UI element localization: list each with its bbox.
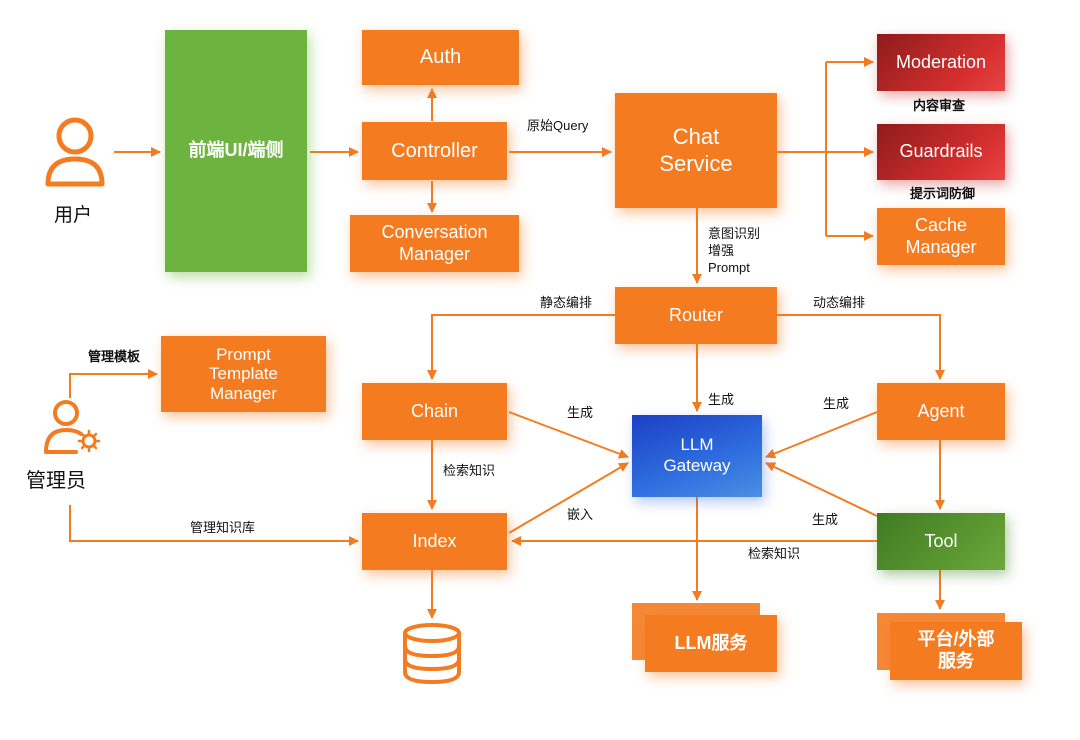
arrow-tool-to-gateway: [765, 462, 878, 517]
arrow-router-to-agent: [777, 314, 945, 380]
prompt-template-manager-node: Prompt Template Manager: [161, 336, 326, 412]
edge-label-intent: 意图识别 增强 Prompt: [708, 226, 761, 275]
edge-label-static-orchestration: 静态编排: [540, 295, 593, 310]
arrow-chain-to-gateway: [508, 411, 629, 459]
user-label: 用户: [54, 205, 93, 226]
arrow-admin-to-index: [69, 505, 359, 546]
admin-label: 管理员: [26, 470, 86, 492]
platform-service-node: 平台/外部 服务: [890, 622, 1022, 680]
agent-node: Agent: [877, 383, 1005, 440]
arrow-index-to-gateway: [508, 462, 629, 534]
admin-icon: [44, 400, 101, 454]
index-node: Index: [362, 513, 507, 570]
controller-node: Controller: [362, 122, 507, 180]
edge-label-embed: 嵌入: [567, 507, 594, 522]
arrow-admin-to-prompt-template: [69, 369, 158, 398]
edge-label-tool-generate: 生成: [812, 512, 839, 527]
chat-service-node: Chat Service: [615, 93, 777, 208]
edge-label-raw-query: 原始Query: [527, 118, 589, 133]
edge-label-tool-retrieve: 检索知识: [748, 546, 801, 561]
guardrails-caption: 提示词防御: [910, 186, 976, 201]
user-icon: [45, 117, 105, 187]
edge-label-chain-generate: 生成: [567, 405, 594, 420]
auth-node: Auth: [362, 30, 519, 85]
edge-label-agent-generate: 生成: [823, 396, 850, 411]
llm-service-node: LLM服务: [645, 615, 777, 672]
router-node: Router: [615, 287, 777, 344]
moderation-node: Moderation: [877, 34, 1005, 91]
edge-label-dynamic-orchestration: 动态编排: [813, 295, 866, 310]
guardrails-node: Guardrails: [877, 124, 1005, 180]
tool-node: Tool: [877, 513, 1005, 570]
llm-gateway-node: LLM Gateway: [632, 415, 762, 497]
frontend-node: 前端UI/端侧: [165, 30, 307, 272]
cache-manager-node: Cache Manager: [877, 208, 1005, 265]
chain-node: Chain: [362, 383, 507, 440]
edge-label-chain-retrieve: 检索知识: [443, 463, 496, 478]
moderation-caption: 内容审查: [913, 98, 966, 113]
arrow-router-to-chain: [427, 314, 615, 380]
edge-label-manage-knowledge-base: 管理知识库: [190, 520, 256, 535]
arrow-agent-to-gateway: [765, 411, 878, 459]
edge-label-manage-template: 管理模板: [88, 349, 141, 364]
conversation-manager-node: Conversation Manager: [350, 215, 519, 272]
database-icon: [403, 623, 461, 685]
edge-label-router-generate: 生成: [708, 392, 735, 407]
